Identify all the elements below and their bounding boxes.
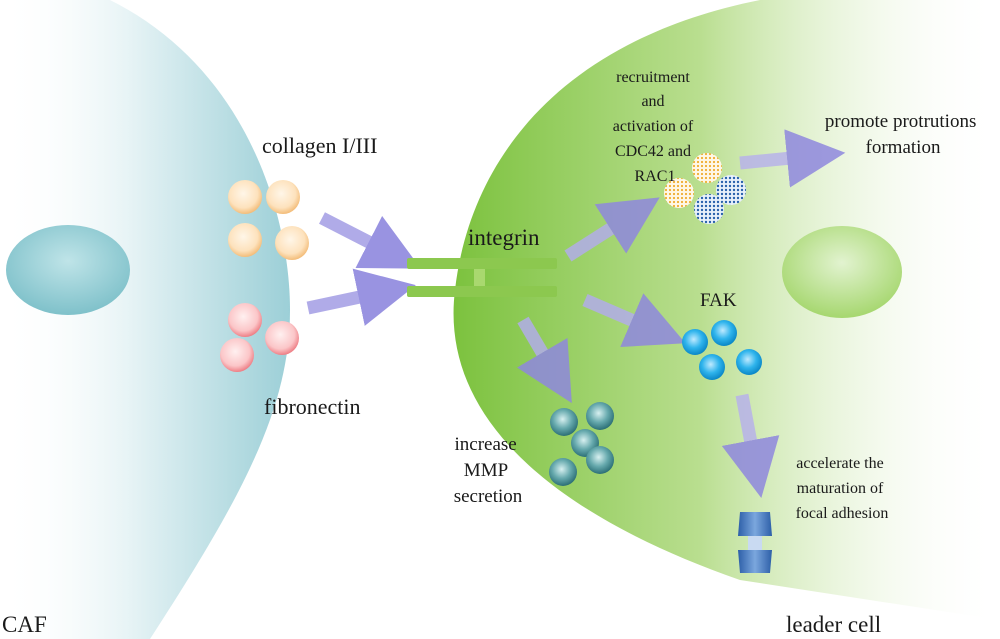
mmp-sphere: [586, 402, 614, 430]
leader-cell-label: leader cell: [786, 612, 881, 637]
cdc42-sphere: [692, 153, 722, 183]
fak-sphere: [711, 320, 737, 346]
arrow-integrin-to-cdc42: [564, 197, 660, 262]
fak-sphere: [699, 354, 725, 380]
fibronectin-cluster: [220, 303, 299, 372]
integrin-receptor: [407, 258, 557, 297]
caf-cell-body: [0, 0, 290, 639]
mmp-sphere: [549, 458, 577, 486]
cdc42-rac1-cluster: [664, 153, 746, 224]
collagen-sphere: [275, 226, 309, 260]
arrow-collagen-to-integrin: [319, 212, 421, 269]
integrin-lower-bar: [407, 286, 557, 297]
fibronectin-sphere: [220, 338, 254, 372]
arrow-to-protrusions: [739, 129, 846, 188]
rac1-sphere: [694, 194, 724, 224]
arrow-integrin-to-mmp: [517, 316, 572, 404]
fibronectin-label: fibronectin: [264, 394, 361, 419]
fibronectin-sphere: [265, 321, 299, 355]
arrow-fibronectin-to-integrin: [306, 268, 416, 326]
arrows: [306, 129, 846, 498]
fak-label: FAK: [700, 290, 737, 311]
collagen-cluster: [228, 180, 309, 260]
arrow-integrin-to-fak: [582, 293, 686, 347]
recruitment-label: recruitment and activation of CDC42 and …: [613, 69, 697, 185]
protrusions-label: promote protrutions formation: [825, 111, 981, 158]
mmp-sphere: [586, 446, 614, 474]
focal-adhesion-lower: [738, 550, 772, 573]
collagen-sphere: [266, 180, 300, 214]
integrin-upper-bar: [407, 258, 557, 269]
fak-sphere: [736, 349, 762, 375]
mmp-sphere: [550, 408, 578, 436]
integrin-label: integrin: [468, 225, 540, 250]
fak-sphere: [682, 329, 708, 355]
rac1-sphere: [716, 175, 746, 205]
collagen-sphere: [228, 223, 262, 257]
focal-label: accelerate the maturation of focal adhes…: [796, 455, 889, 522]
mmp-cluster: [549, 402, 614, 486]
collagen-label: collagen I/III: [262, 133, 377, 158]
leader-nucleus: [782, 226, 902, 318]
caf-nucleus: [6, 225, 130, 315]
collagen-sphere: [228, 180, 262, 214]
mmp-label: increase MMP secretion: [454, 434, 523, 507]
caf-label: CAF: [2, 612, 47, 637]
arrow-fak-to-focal: [721, 393, 780, 498]
focal-adhesion-upper: [738, 512, 772, 536]
integrin-stalk: [474, 269, 485, 286]
focal-adhesion: [738, 512, 772, 573]
cdc42-sphere: [664, 178, 694, 208]
fak-cluster: [682, 320, 762, 380]
fibronectin-sphere: [228, 303, 262, 337]
